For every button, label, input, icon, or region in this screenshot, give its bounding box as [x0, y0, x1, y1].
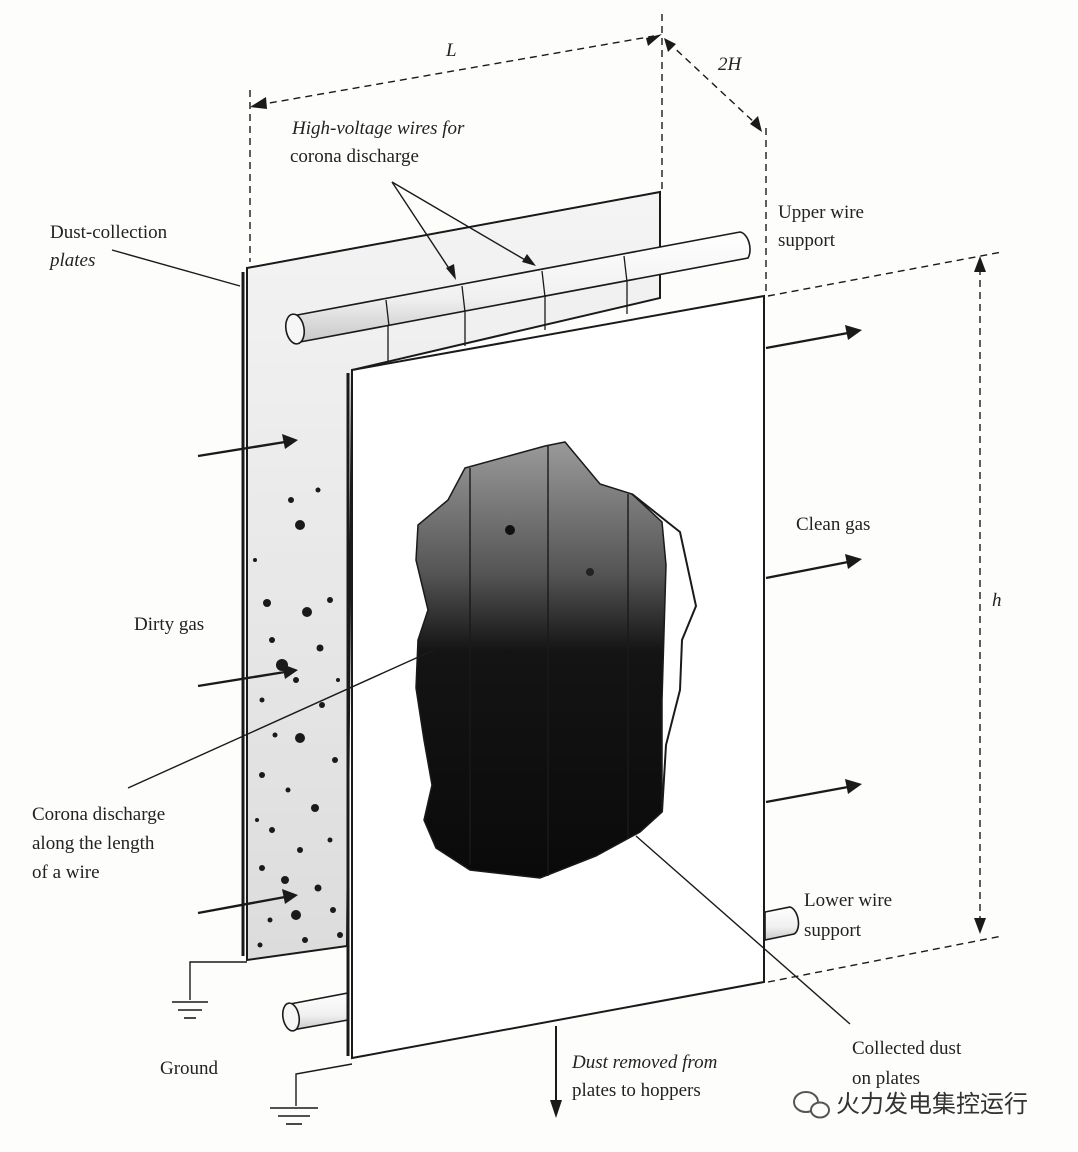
width-label: 2H — [718, 54, 743, 75]
wechat-icon — [793, 1091, 830, 1119]
dirty-gas-label: Dirty gas — [134, 614, 204, 635]
lower-support-label-line1: Lower wire — [804, 890, 892, 911]
upper-wire-support-rod — [284, 231, 751, 345]
dust-removed-arrow — [550, 1026, 562, 1118]
dimension-lines — [249, 14, 1003, 983]
lower-wire-support-rod-right — [764, 906, 800, 941]
hv-wires-label-line1: High-voltage wires for — [291, 118, 465, 139]
corona-label-line1: Corona discharge — [32, 804, 165, 825]
plates-label-line1: Dust-collection — [50, 222, 168, 243]
leader-lines — [111, 181, 851, 1025]
corona-label-line2: along the length — [32, 833, 155, 854]
ground-connections — [172, 961, 353, 1125]
watermark: 火力发电集控运行 — [793, 1090, 1028, 1119]
ground-label: Ground — [160, 1058, 219, 1079]
clean-gas-label: Clean gas — [796, 514, 870, 535]
hv-wires-label-line2: corona discharge — [290, 146, 419, 167]
lower-wire-support-rod-left — [281, 992, 349, 1032]
dust-removed-label-line2: plates to hoppers — [572, 1080, 701, 1101]
plates-label-line2: plates — [48, 250, 95, 271]
watermark-text: 火力发电集控运行 — [836, 1090, 1028, 1118]
cutaway-collected-dust — [415, 441, 698, 879]
upper-support-label-line2: support — [778, 230, 836, 251]
high-voltage-wires — [387, 282, 628, 362]
upper-support-label-line1: Upper wire — [778, 202, 864, 223]
height-label: h — [992, 590, 1002, 611]
collected-dust-label-line1: Collected dust — [852, 1038, 962, 1059]
dirty-gas-arrows — [197, 434, 298, 915]
lower-support-label-line2: support — [804, 920, 862, 941]
corona-label-line3: of a wire — [32, 862, 100, 883]
length-label: L — [445, 40, 457, 61]
labels: L 2H h High-voltage wires for corona dis… — [32, 40, 1002, 1101]
dust-particles — [253, 487, 343, 948]
dust-removed-label-line1: Dust removed from — [571, 1052, 717, 1073]
collected-dust-label-line2: on plates — [852, 1068, 920, 1089]
clean-gas-arrows — [765, 325, 862, 804]
